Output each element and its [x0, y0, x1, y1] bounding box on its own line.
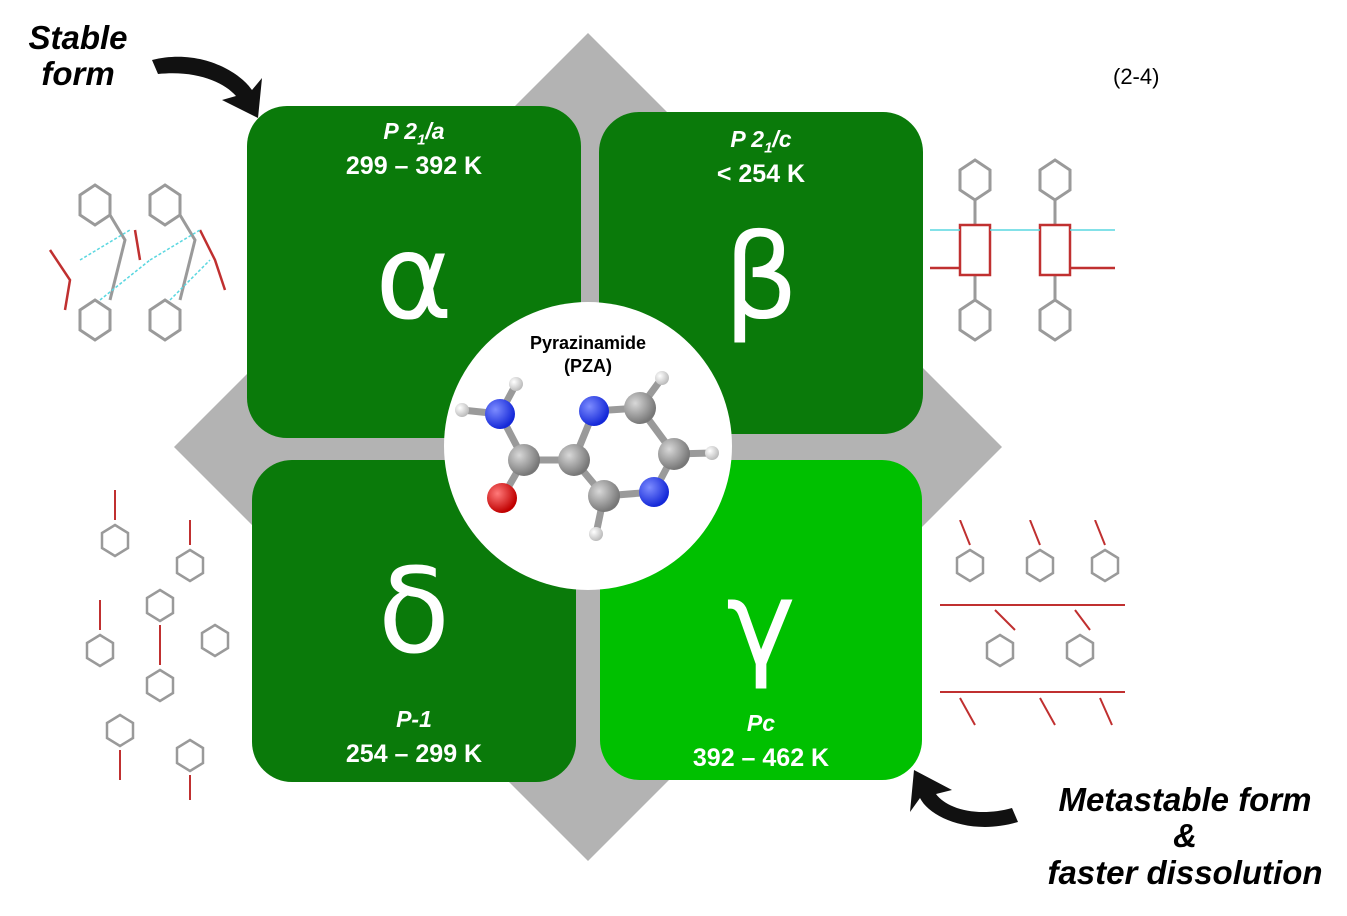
hydrogen-atom	[655, 371, 669, 385]
delta-temperature-range: 254 – 299 K	[345, 740, 483, 768]
delta-space-group: P-1	[396, 706, 432, 732]
hydrogen-atom	[705, 446, 719, 460]
hydrogen-atom	[589, 527, 603, 541]
carbon-atom	[658, 438, 690, 470]
nitrogen-atom	[639, 477, 669, 507]
gamma-temperature-range: 392 – 462 K	[692, 744, 830, 772]
stable-form-label: Stable form	[28, 19, 128, 93]
beta-space-group: P 21/c	[730, 126, 792, 157]
delta-glyph: δ	[377, 542, 451, 680]
beta-glyph: β	[723, 208, 799, 346]
beta-temperature-range: < 254 K	[716, 160, 806, 188]
pyrazinamide-circle: Pyrazinamide (PZA)	[444, 302, 732, 590]
curved-arrow-icon	[152, 56, 262, 118]
nitrogen-atom	[579, 396, 609, 426]
molecule-model-icon	[455, 371, 719, 541]
oxygen-atom	[487, 483, 517, 513]
reference-label: (2-4)	[1113, 64, 1160, 89]
delta-crystal-packing-icon	[85, 490, 230, 800]
beta-crystal-packing-icon	[930, 158, 1115, 342]
carbon-atom	[624, 392, 656, 424]
molecule-name: Pyrazinamide (PZA)	[529, 333, 647, 376]
hydrogen-atom	[509, 377, 523, 391]
nitrogen-atom	[485, 399, 515, 429]
curved-arrow-icon	[910, 770, 1018, 827]
alpha-glyph: α	[375, 208, 453, 346]
carbon-atom	[508, 444, 540, 476]
alpha-crystal-packing-icon	[48, 183, 227, 342]
gamma-glyph: γ	[726, 554, 796, 692]
metastable-form-label: Metastable form & faster dissolution	[1047, 781, 1323, 891]
carbon-atom	[588, 480, 620, 512]
alpha-temperature-range: 299 – 392 K	[345, 152, 483, 180]
alpha-space-group: P 21/a	[383, 118, 445, 149]
gamma-crystal-packing-icon	[940, 520, 1125, 726]
carbon-atom	[558, 444, 590, 476]
hydrogen-atom	[455, 403, 469, 417]
gamma-space-group: Pc	[746, 710, 776, 736]
